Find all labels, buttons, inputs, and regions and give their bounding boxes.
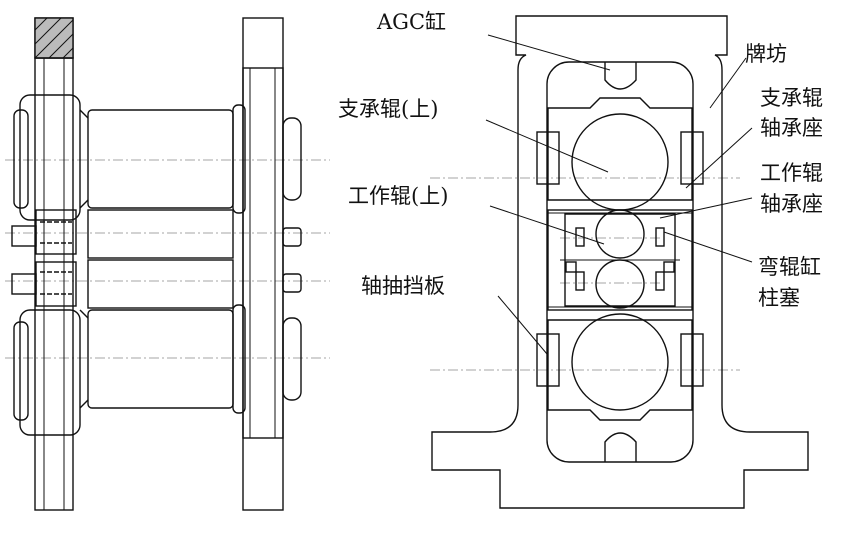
housing-outline	[431, 15, 809, 509]
leader-work-bearing	[659, 197, 753, 219]
hatched-block	[34, 17, 74, 59]
side-view	[5, 17, 330, 511]
label-agc-cylinder: AGC缸	[377, 10, 447, 34]
front-view	[430, 15, 809, 509]
label-backup-bearing-line1: 支承辊	[760, 86, 823, 110]
label-work-bearing-line1: 工作辊	[760, 161, 823, 185]
label-backup-roll-upper: 支承辊(上)	[338, 97, 439, 121]
label-work-roll-upper: 工作辊(上)	[348, 184, 449, 208]
label-housing: 牌坊	[745, 42, 787, 66]
leader-backup-bearing	[685, 127, 753, 189]
label-bending-line2: 柱塞	[758, 286, 800, 310]
leader-bending	[663, 231, 753, 263]
leader-housing	[709, 57, 747, 109]
label-backup-bearing-line2: 轴承座	[760, 116, 823, 140]
leader-backup-roll	[485, 119, 609, 173]
leader-retaining-plate	[497, 295, 548, 355]
label-retaining-plate: 轴抽挡板	[361, 274, 445, 298]
backup-roll-upper	[571, 113, 669, 211]
work-roll-lower	[595, 259, 645, 309]
label-work-bearing-line2: 轴承座	[760, 192, 823, 216]
label-bending-line1: 弯辊缸	[758, 255, 821, 279]
leader-agc	[487, 34, 611, 71]
work-roll-upper	[595, 209, 645, 259]
backup-roll-lower	[571, 313, 669, 411]
leader-work-roll	[489, 205, 605, 245]
